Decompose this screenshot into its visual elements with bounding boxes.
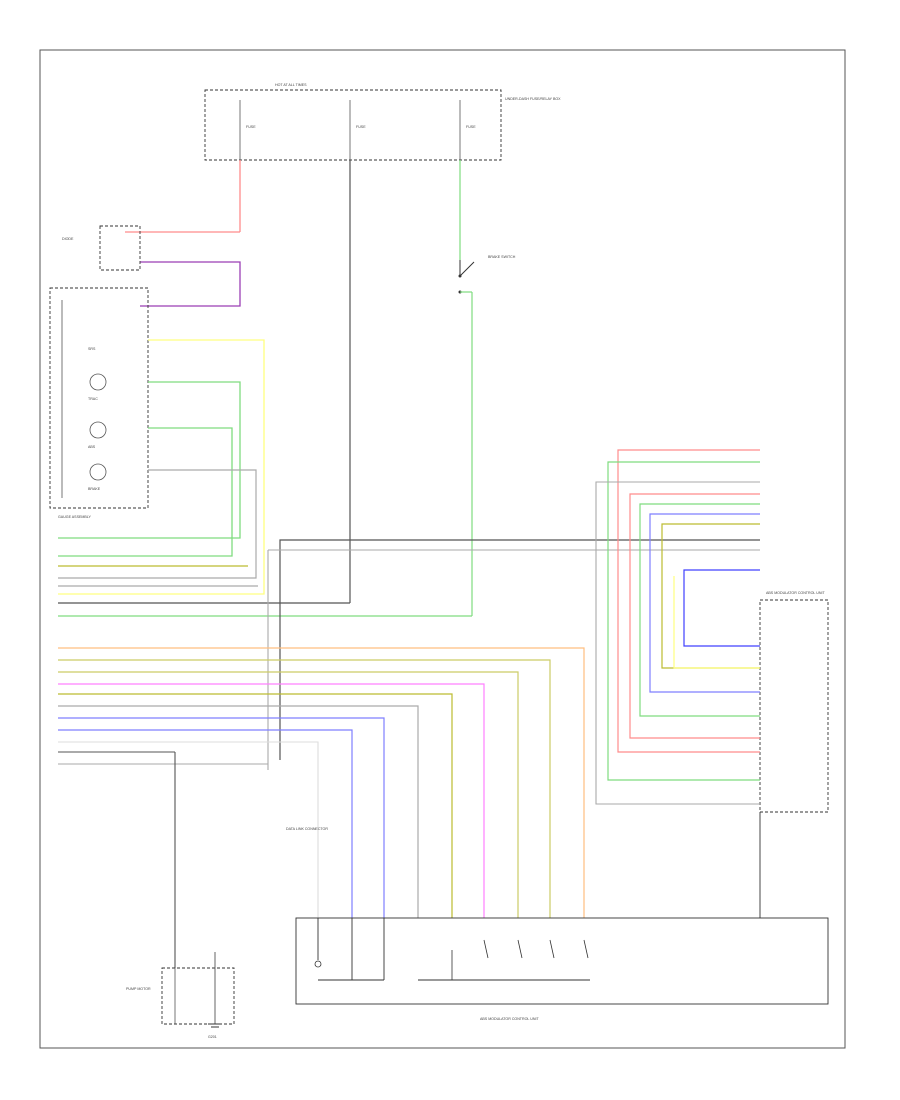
wire-dark-bus	[279, 539, 760, 760]
wire-right-yellow	[673, 576, 760, 669]
gauge-assembly-label: GAUGE ASSEMBLY	[58, 515, 91, 519]
module-right-label: ABS MODULATOR CONTROL UNIT	[766, 591, 825, 595]
wire-purple-1	[140, 261, 241, 307]
wire-right-blue-loop	[683, 569, 760, 647]
diode-connector: DIODE	[62, 225, 141, 271]
wire-orange	[58, 647, 585, 918]
gauge-item-2: TRAC	[88, 397, 98, 401]
wire-olive	[58, 693, 453, 918]
wire-right-green	[607, 461, 760, 781]
wire-right-blue	[649, 513, 760, 693]
wire-blue-2	[58, 729, 353, 918]
wire-right-gray	[595, 481, 760, 805]
pump-motor-label: PUMP MOTOR	[126, 987, 151, 991]
wire-pink	[58, 683, 485, 918]
fuse-3-label: FUSE	[466, 125, 476, 129]
wire-tan-1	[58, 659, 551, 918]
wire-gray-mid	[58, 705, 419, 918]
wire-right-green-2	[639, 503, 760, 717]
bottom-unit-label: ABS MODULATOR CONTROL UNIT	[480, 1017, 539, 1021]
wire-right-red	[617, 449, 760, 753]
wire-blue-1	[58, 717, 385, 918]
wire-green-gauge-2	[58, 427, 233, 557]
brake-switch: BRAKE SWITCH	[458, 255, 516, 294]
gauge-assembly: SRS TRAC ABS BRAKE GAUGE ASSEMBLY	[49, 287, 149, 519]
wire-yellow-gauge	[58, 339, 265, 595]
fuse-box-title: HOT AT ALL TIMES	[275, 83, 307, 87]
wire-gray-gauge	[58, 469, 257, 579]
pump-motor: PUMP MOTOR G201	[126, 952, 235, 1039]
gauge-item-3: ABS	[88, 445, 96, 449]
diode-label: DIODE	[62, 237, 74, 241]
wire-green-gauge-1	[58, 381, 241, 539]
wire-right-red-2	[629, 493, 760, 739]
diagram-frame	[39, 49, 846, 1049]
wire-dark-mid	[58, 741, 319, 918]
fuse-1-label: FUSE	[246, 125, 256, 129]
abs-module-right: ABS MODULATOR CONTROL UNIT	[759, 591, 829, 813]
wire-tan-2	[58, 671, 519, 918]
gauge-item-4: BRAKE	[88, 487, 101, 491]
top-fuse-box: HOT AT ALL TIMES UNDER-DASH FUSE/RELAY B…	[204, 83, 561, 161]
center-note: DATA LINK CONNECTOR	[286, 827, 328, 831]
gauge-item-1: SRS	[88, 347, 96, 351]
fuse-2-label: FUSE	[356, 125, 366, 129]
abs-bottom-unit: ABS MODULATOR CONTROL UNIT	[295, 812, 829, 1021]
ground-label: G201	[208, 1035, 217, 1039]
brake-switch-label: BRAKE SWITCH	[488, 255, 516, 259]
fuse-box-note: UNDER-DASH FUSE/RELAY BOX	[505, 97, 561, 101]
